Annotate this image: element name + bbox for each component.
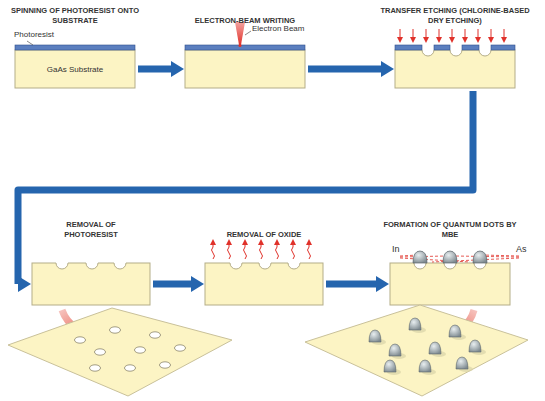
step-heading: ELECTRON-BEAM WRITING	[175, 16, 315, 25]
material-label: GaAs Substrate	[47, 65, 103, 74]
flow-arrow	[308, 66, 381, 73]
substrate-box: TRANSFER ETCHING (CHLORINE-BASED DRY ETC…	[395, 50, 515, 88]
step-heading: SPINNING OF PHOTORESIST ONTO SUBSTRATE	[10, 6, 140, 25]
part-label: In	[392, 245, 400, 254]
flow-arrow	[326, 281, 376, 288]
step-heading: TRANSFER ETCHING (CHLORINE-BASED DRY ETC…	[380, 6, 530, 25]
flow-arrow	[153, 281, 191, 288]
flow-arrow	[18, 91, 473, 284]
step-heading: REMOVAL OF OXIDE	[194, 230, 334, 239]
flow-arrow	[138, 66, 171, 73]
substrate-box: REMOVAL OF PHOTORESIST	[32, 263, 150, 305]
part-label: Photoresist	[14, 31, 54, 39]
substrate-box: SPINNING OF PHOTORESIST ONTO SUBSTRATEGa…	[15, 50, 135, 88]
substrate-box: REMOVAL OF OXIDE	[205, 263, 323, 305]
step-heading: FORMATION OF QUANTUM DOTS BY MBE	[381, 220, 519, 239]
substrate-box: FORMATION OF QUANTUM DOTS BY MBE	[390, 263, 510, 305]
part-label: As	[516, 245, 527, 254]
step-heading: REMOVAL OF PHOTORESIST	[51, 220, 131, 239]
substrate-box: ELECTRON-BEAM WRITING	[185, 50, 305, 88]
part-label: Electron Beam	[252, 25, 304, 33]
